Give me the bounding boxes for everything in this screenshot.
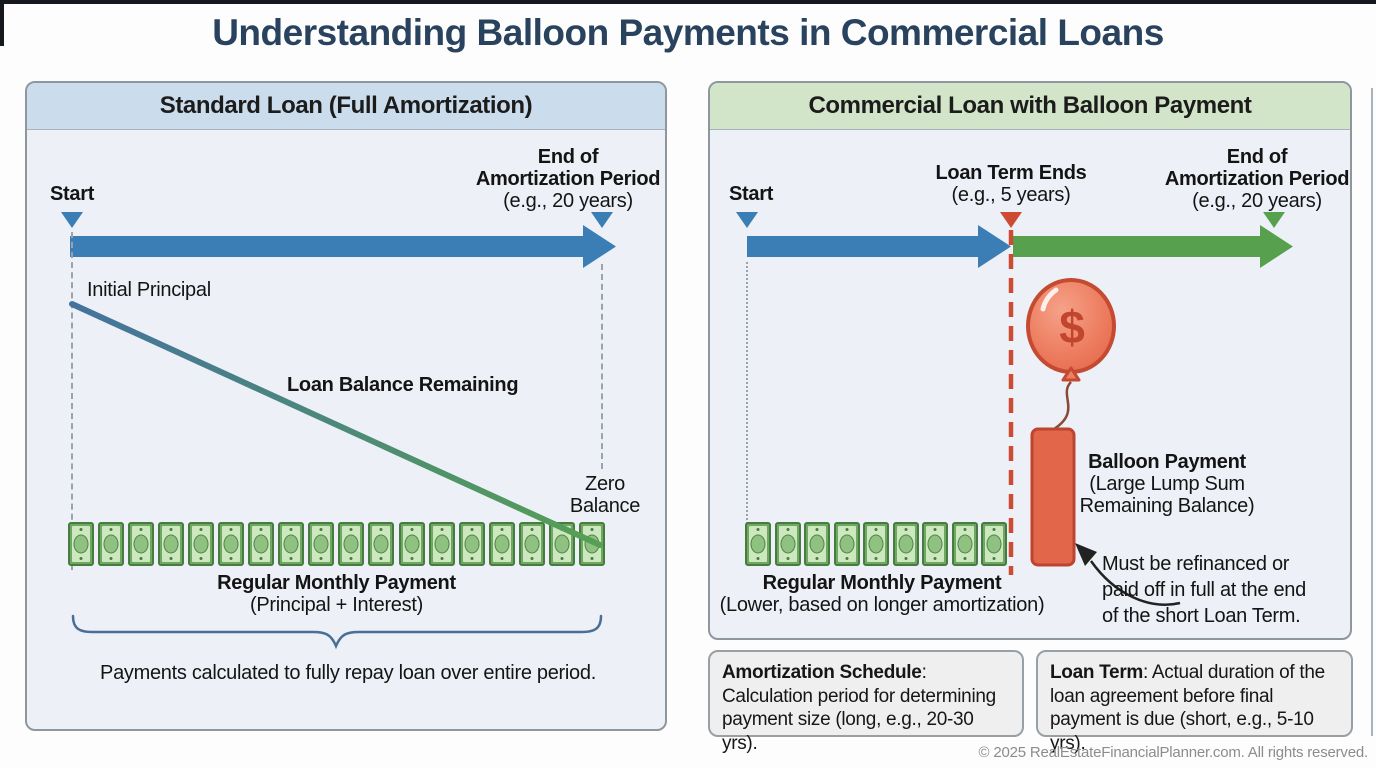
money-bill-icon [338,522,365,566]
money-bill-icon [951,522,978,566]
money-bill-icon [863,522,889,566]
page-title: Understanding Balloon Payments in Commer… [212,12,1164,53]
loan-term-marker-icon [1000,212,1022,228]
timeline-arrow-blue [747,225,1011,268]
timeline-arrow-blue [70,225,616,268]
balloon-loan-panel-header: Commercial Loan with Balloon Payment [710,83,1350,130]
money-bill-icon [368,522,395,566]
money-bill-icon [774,522,801,566]
start-dotted-guide [746,262,748,524]
money-bill-icon [518,522,545,566]
amortization-schedule-definition: Amortization Schedule: Calculation perio… [708,650,1024,754]
money-bills-row [68,522,605,566]
balloon-loan-panel: Commercial Loan with Balloon Payment Sta… [708,81,1352,640]
annotation-arrow-icon [1075,543,1181,606]
money-bill-icon [398,522,425,566]
loan-balance-line [69,301,603,548]
standard-loan-panel: Standard Loan (Full Amortization) Start … [25,81,667,731]
money-bill-icon [458,522,485,566]
loan-term-definition: Loan Term: Actual duration of the loan a… [1036,650,1353,754]
left-footnote: Payments calculated to fully repay loan … [100,662,596,684]
image-right-edge [1371,88,1373,736]
balloon-icon: $ [1026,278,1116,567]
money-bill-icon [981,522,1007,566]
start-marker-icon [736,212,758,228]
brace-icon [71,614,603,650]
dollar-sign: $ [1059,301,1085,353]
refinance-note: Must be refinanced or paid off in full a… [1102,553,1306,627]
end-of-amortization-label: End of Amortization Period (e.g., 20 yea… [1164,146,1350,212]
standard-loan-panel-header: Standard Loan (Full Amortization) [27,83,665,130]
money-bill-icon [218,522,245,566]
money-bill-icon [833,522,860,566]
initial-principal-label: Initial Principal [87,279,211,301]
regular-payment-label: Regular Monthly Payment (Principal + Int… [217,572,456,616]
end-marker-icon [1263,212,1285,228]
loan-term-dashed-line [1008,230,1014,575]
zero-balance-label: Zero Balance [569,473,641,517]
money-bill-icon [892,522,919,566]
image-left-edge [0,0,4,46]
start-label: Start [729,183,774,205]
money-bill-icon [98,522,125,566]
money-bill-icon [188,522,215,566]
start-label: Start [50,183,95,205]
start-marker-icon [61,212,83,228]
timeline-arrow-green [1013,225,1293,268]
loan-balance-remaining-label: Loan Balance Remaining [287,374,519,396]
money-bill-icon [308,522,335,566]
money-bill-icon [922,522,948,566]
end-marker-icon [591,212,613,228]
regular-payment-label: Regular Monthly Payment (Lower, based on… [719,572,1045,616]
money-bill-icon [804,522,830,566]
end-dashed-guide [601,264,603,469]
start-dashed-guide [71,232,73,570]
money-bill-icon [128,522,155,566]
money-bill-icon [428,522,455,566]
balloon-payment-label: Balloon Payment (Large Lump Sum Remainin… [1079,451,1255,517]
loan-term-ends-label: Loan Term Ends (e.g., 5 years) [935,162,1087,206]
money-bills-row [745,522,1007,566]
money-bill-icon [248,522,275,566]
money-bill-icon [158,522,185,566]
money-bill-icon [68,522,94,566]
image-top-edge [0,0,1376,4]
money-bill-icon [278,522,305,566]
copyright-notice: © 2025 RealEstateFinancialPlanner.com. A… [978,744,1369,761]
balloon-payment-bar [1030,427,1076,567]
end-of-amortization-label: End of Amortization Period (e.g., 20 yea… [475,146,661,212]
money-bill-icon [488,522,515,566]
money-bill-icon [745,522,771,566]
